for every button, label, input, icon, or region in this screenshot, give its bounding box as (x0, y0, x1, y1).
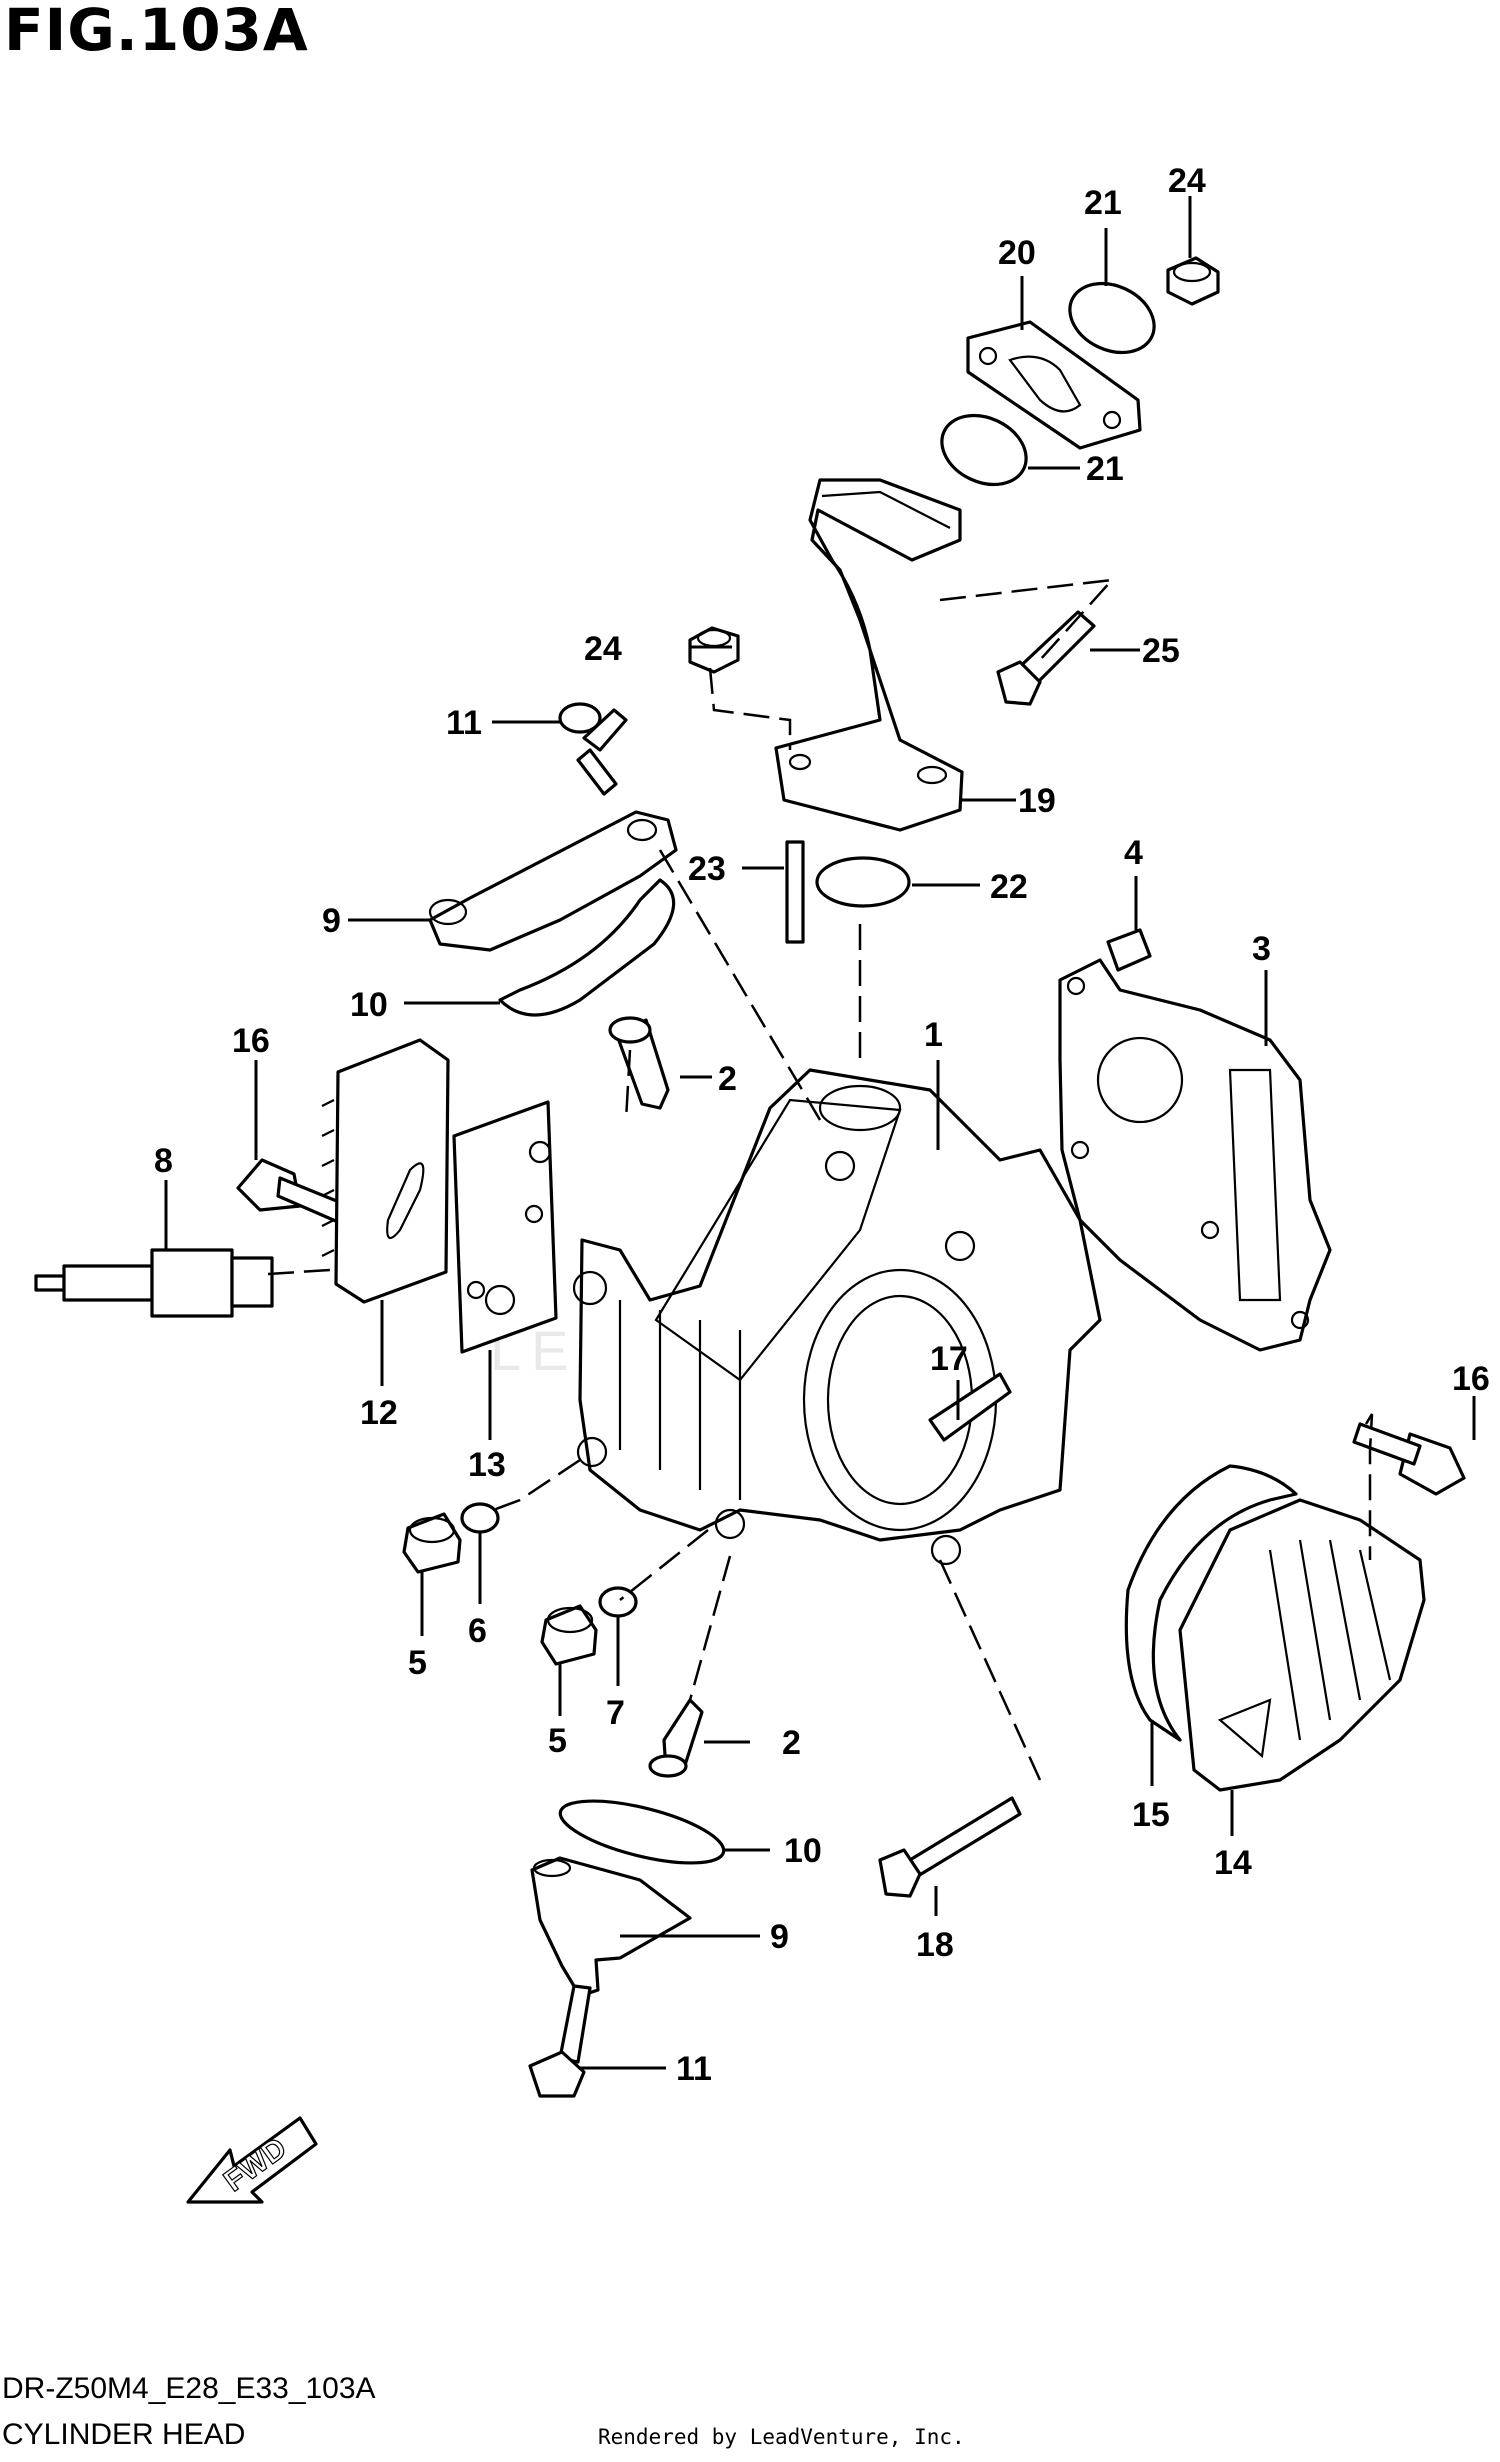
callout-17: 17 (930, 1340, 968, 1378)
bolt-18 (878, 1796, 1022, 1898)
render-credit: Rendered by LeadVenture, Inc. (598, 2425, 965, 2449)
model-code: DR-Z50M4_E28_E33_103A (2, 2372, 376, 2405)
callout-20: 20 (998, 234, 1036, 272)
tappet-cap-9-lower (530, 1856, 692, 1998)
callout-2-upper: 2 (718, 1060, 737, 1098)
leader-lines (164, 196, 1476, 2070)
fwd-direction-arrow[interactable]: FWD (186, 2116, 318, 2204)
callout-3: 3 (1252, 930, 1271, 968)
callout-6: 6 (468, 1612, 487, 1650)
callout-10-lower: 10 (784, 1832, 822, 1870)
stud-23 (785, 840, 805, 944)
head-gasket-3 (1058, 958, 1332, 1352)
gasket-13 (452, 1100, 558, 1354)
gasket-10-lower (558, 1799, 726, 1865)
intake-pipe-19 (774, 478, 964, 832)
cover-12 (321, 1038, 450, 1304)
callout-24-side: 24 (584, 630, 622, 668)
callout-13: 13 (468, 1446, 506, 1484)
callout-2-lower: 2 (782, 1724, 801, 1762)
callout-7: 7 (606, 1694, 625, 1732)
callout-23: 23 (688, 850, 726, 888)
plug-5-lower (540, 1604, 598, 1666)
bolt-25 (996, 610, 1096, 706)
washer-7 (598, 1586, 638, 1618)
spark-plug-8 (34, 1248, 274, 1318)
nut-24-side (688, 626, 740, 674)
o-ring-21-upper (1068, 281, 1156, 355)
dowel-pin-4 (1106, 928, 1152, 972)
o-ring-22 (815, 856, 911, 908)
bolt-16-right (1352, 1422, 1466, 1496)
callout-18: 18 (916, 1926, 954, 1964)
callout-5-lower: 5 (548, 1722, 567, 1760)
callout-15: 15 (1132, 1796, 1170, 1834)
callout-4: 4 (1124, 834, 1143, 872)
callout-12: 12 (360, 1394, 398, 1432)
callout-5-upper: 5 (408, 1644, 427, 1682)
callout-10-upper: 10 (350, 986, 388, 1024)
callout-25: 25 (1142, 632, 1180, 670)
side-cover-14 (1178, 1498, 1426, 1792)
callout-24-top: 24 (1168, 162, 1206, 200)
callout-9-upper: 9 (322, 902, 341, 940)
nut-24-top (1166, 256, 1220, 306)
gasket-15 (1124, 1464, 1298, 1742)
callout-22: 22 (990, 868, 1028, 906)
bolt-16-left (236, 1158, 346, 1224)
o-ring-21-lower (940, 413, 1028, 487)
cylinder-head-1 (572, 1068, 1102, 1566)
callout-11-lower: 11 (676, 2050, 712, 2088)
plug-5-upper (402, 1512, 462, 1574)
callout-21-upper: 21 (1084, 184, 1122, 222)
insulator-20 (966, 320, 1142, 450)
valve-guide-2-upper (608, 1016, 670, 1110)
section-name: CYLINDER HEAD (2, 2418, 246, 2451)
callout-11-top: 11 (446, 704, 482, 742)
tappet-cap-9-upper (428, 810, 678, 952)
callout-14: 14 (1214, 1844, 1252, 1882)
callout-labels: 24 21 20 21 24 25 11 19 23 22 9 4 3 10 1… (154, 162, 1490, 2088)
washer-6 (460, 1502, 500, 1534)
bolt-11-top (558, 702, 628, 796)
callout-1: 1 (924, 1016, 943, 1054)
valve-guide-2-lower (648, 1698, 704, 1778)
callout-21-lower: 21 (1086, 450, 1124, 488)
callout-8: 8 (154, 1142, 173, 1180)
gasket-10-upper (498, 878, 676, 1017)
bolt-11-lower (528, 1984, 592, 2098)
bolt-17 (928, 1372, 1012, 1442)
callout-16-left: 16 (232, 1022, 270, 1060)
callout-16-right: 16 (1452, 1360, 1490, 1398)
callout-9-lower: 9 (770, 1918, 789, 1956)
figure-title: FIG.103A (4, 0, 309, 64)
callout-19: 19 (1018, 782, 1056, 820)
